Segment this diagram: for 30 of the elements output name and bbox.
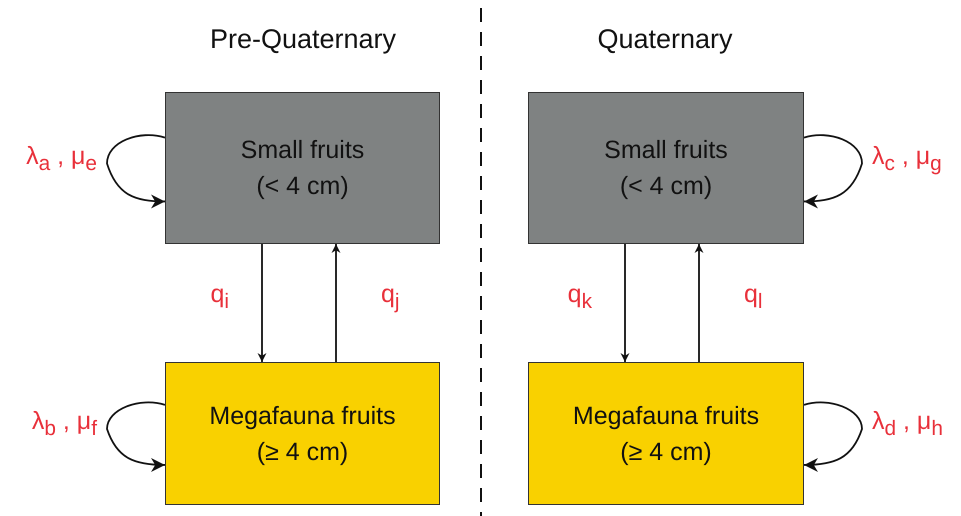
box-text: Megafauna fruits xyxy=(209,400,396,432)
box-text: (≥ 4 cm) xyxy=(256,436,348,468)
box-text: (< 4 cm) xyxy=(620,171,712,202)
rate-label: q$_{k}$ xyxy=(568,280,592,314)
box-text: Megafauna fruits xyxy=(572,400,760,432)
column-heading: Pre-Quaternary xyxy=(210,24,396,55)
rate-label: λ$_{d}$ , μ$_{h}$ xyxy=(872,406,943,441)
category-box xyxy=(528,92,804,244)
box-text: (≥ 4 cm) xyxy=(620,436,712,468)
box-text: (< 4 cm) xyxy=(256,171,349,202)
arrow xyxy=(332,244,340,362)
arrow xyxy=(258,244,266,362)
rate-label: q$_{j}$ xyxy=(381,280,400,314)
arrow xyxy=(620,244,630,362)
rate-label: q$_{i}$ xyxy=(210,280,229,314)
self-loop-arrow xyxy=(106,134,166,208)
column-heading: Quaternary xyxy=(597,24,733,55)
rate-label: λ$_{b}$ , μ$_{f}$ xyxy=(32,406,97,441)
rate-label: λ$_{c}$ , μ$_{g}$ xyxy=(872,142,942,176)
category-box xyxy=(528,362,804,505)
self-loop-arrow xyxy=(804,134,863,208)
self-loop-arrow xyxy=(804,402,863,472)
rate-label: λ$_{a}$ , μ$_{e}$ xyxy=(26,142,97,176)
category-box xyxy=(165,92,440,244)
box-text: Small fruits xyxy=(604,135,728,166)
arrow xyxy=(694,244,704,362)
category-box xyxy=(165,362,440,505)
rate-label: q$_{l}$ xyxy=(744,280,763,314)
box-text: Small fruits xyxy=(240,135,364,166)
self-loop-arrow xyxy=(106,402,166,472)
